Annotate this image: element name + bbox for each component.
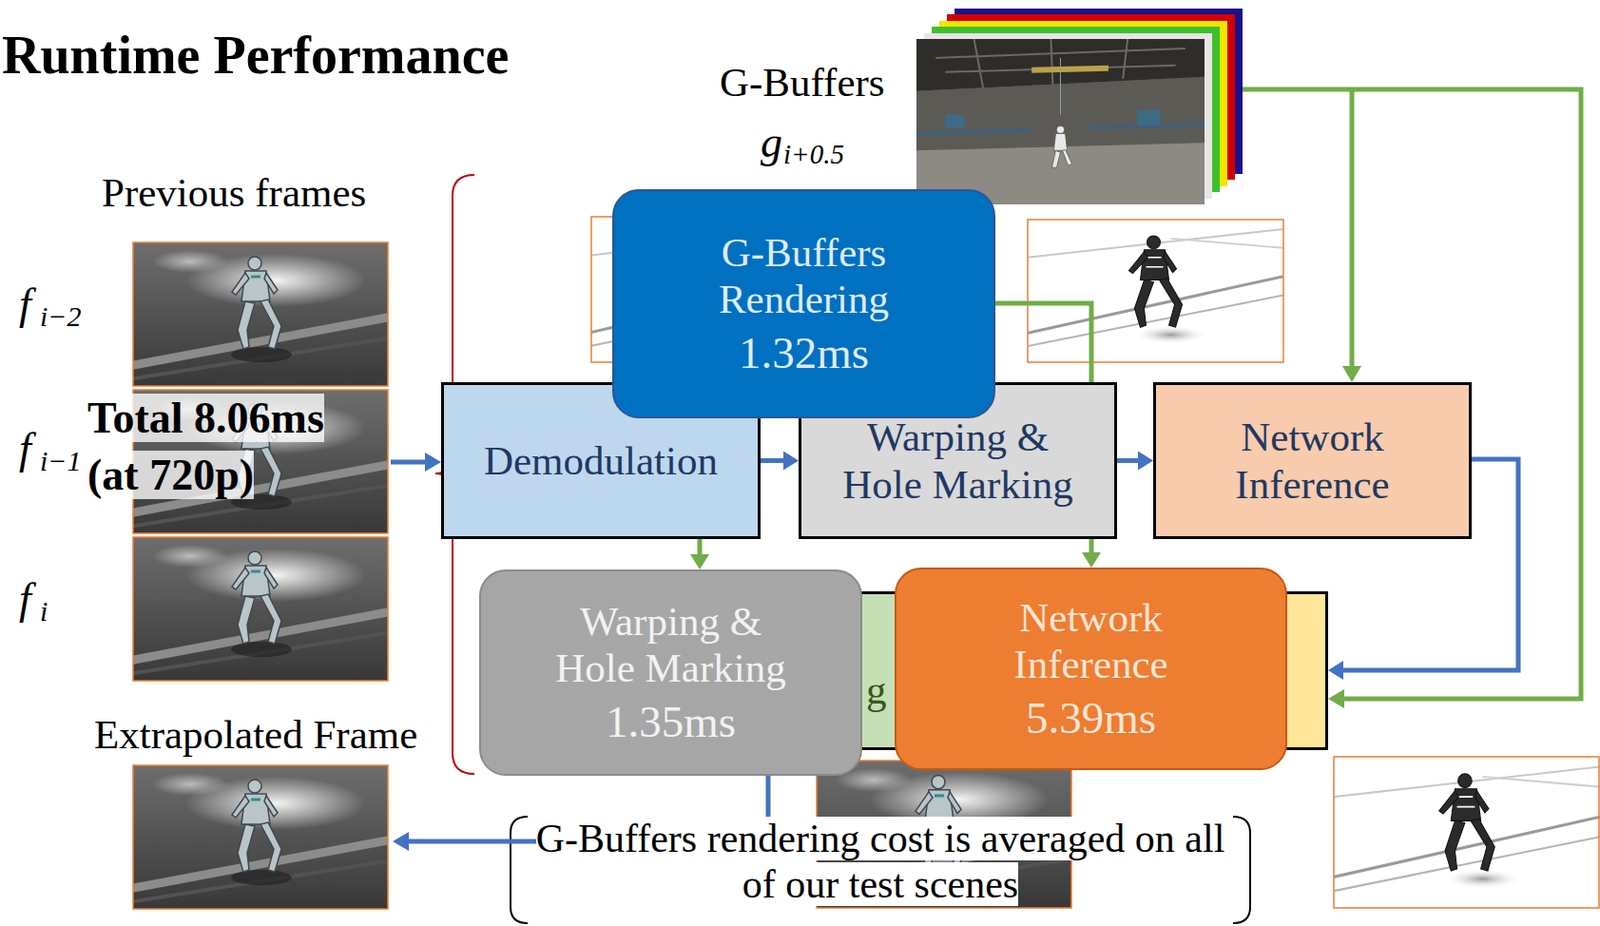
gbuffer-stack — [916, 8, 1243, 205]
process-box: Network Inference — [1153, 382, 1472, 540]
connector-line — [760, 458, 785, 463]
note: G-Buffers rendering cost is averaged on … — [519, 815, 1242, 908]
arrow-head — [1081, 552, 1101, 568]
arrow-head — [392, 831, 409, 851]
node-title: G-Buffers Rendering — [685, 229, 924, 324]
frame-image — [128, 537, 393, 681]
arrow-head — [1137, 451, 1154, 471]
math-subscript: i+0.5 — [783, 138, 845, 171]
math-symbol: f — [19, 279, 32, 330]
math-subscript: i−2 — [39, 300, 82, 334]
node-title: Demodulation — [483, 437, 718, 484]
image-border — [133, 537, 388, 681]
math-symbol: f — [19, 574, 32, 625]
label-text: G-Buffers rendering cost is averaged on … — [536, 816, 1226, 907]
image-label: G-Buffers — [719, 58, 886, 106]
arrow-head — [783, 451, 799, 471]
process-box: G-Buffers Rendering1.32ms — [612, 189, 996, 419]
node-title: g — [866, 666, 887, 714]
arrow-head — [424, 452, 442, 472]
frame-image — [128, 765, 393, 909]
node-title: Warping & Hole Marking — [831, 413, 1084, 508]
arrow-head — [1328, 660, 1344, 680]
node-timing: 1.32ms — [738, 327, 869, 379]
connector-line — [1117, 458, 1139, 463]
node-title: Network Inference — [977, 594, 1206, 689]
thumbnail-image — [1333, 756, 1600, 908]
math-subscript: i−1 — [39, 444, 82, 479]
group-label: Previous frames — [101, 169, 367, 216]
arrow-head — [1342, 366, 1362, 383]
image-border — [1333, 756, 1600, 908]
timing-box: Network Inference5.39ms — [894, 567, 1288, 771]
input-arrow — [390, 460, 426, 465]
node-timing: 1.35ms — [605, 695, 736, 748]
image-border — [1027, 219, 1284, 363]
slide-title: Runtime Performance — [1, 24, 509, 86]
thumbnail-image — [1027, 219, 1284, 363]
timing-box: Warping & Hole Marking1.35ms — [479, 569, 863, 776]
connector — [1117, 451, 1154, 471]
math-symbol: g — [760, 117, 783, 169]
gbuffer-image — [916, 38, 1205, 205]
total-time: Total 8.06ms (at 720p) — [87, 389, 354, 504]
node-title: Network Inference — [1198, 413, 1427, 508]
note-bracket — [1233, 816, 1251, 924]
arrow-head — [1328, 689, 1345, 709]
node-title: Warping & Hole Marking — [544, 597, 797, 693]
image-border — [133, 242, 388, 386]
gbuffer-arrow — [1349, 89, 1355, 367]
image-border — [133, 765, 388, 909]
frame-image — [128, 242, 393, 386]
node-timing: 5.39ms — [1025, 692, 1157, 744]
math-subscript: i — [39, 595, 48, 629]
label-text: Total 8.06ms (at 720p) — [87, 393, 325, 500]
image-label: Extrapolated Frame — [94, 711, 418, 758]
math-symbol: f — [19, 424, 32, 475]
arrow-head — [690, 554, 710, 570]
note-bracket — [510, 816, 528, 924]
connector — [760, 451, 799, 471]
